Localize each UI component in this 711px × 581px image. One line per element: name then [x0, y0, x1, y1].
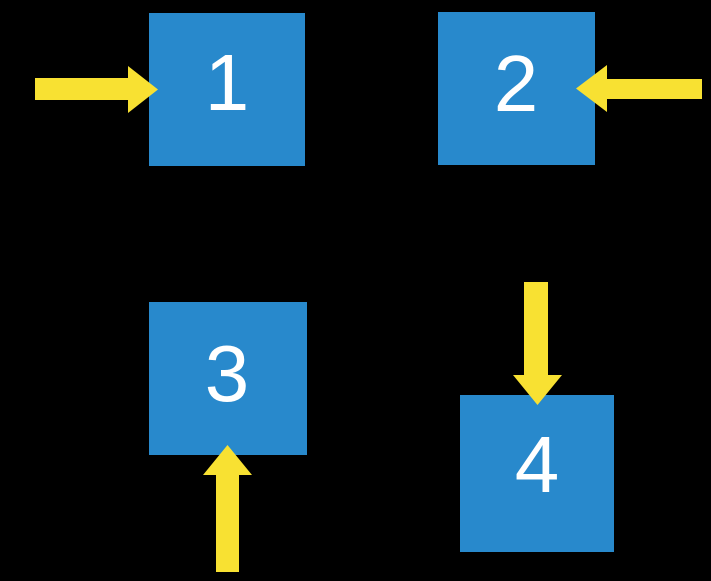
arrow-up-icon — [203, 445, 252, 572]
box-4-label: 4 — [515, 420, 560, 509]
box-3[interactable] — [149, 302, 307, 455]
box-1[interactable] — [149, 13, 305, 166]
box-4[interactable] — [460, 395, 614, 552]
arrow-down-icon — [513, 282, 562, 405]
arrow-left-icon — [576, 65, 702, 112]
box-3-label: 3 — [205, 329, 250, 418]
arrow-right-icon — [35, 66, 158, 113]
box-2[interactable] — [438, 12, 595, 165]
box-1-label: 1 — [205, 38, 250, 127]
box-2-label: 2 — [494, 39, 539, 128]
